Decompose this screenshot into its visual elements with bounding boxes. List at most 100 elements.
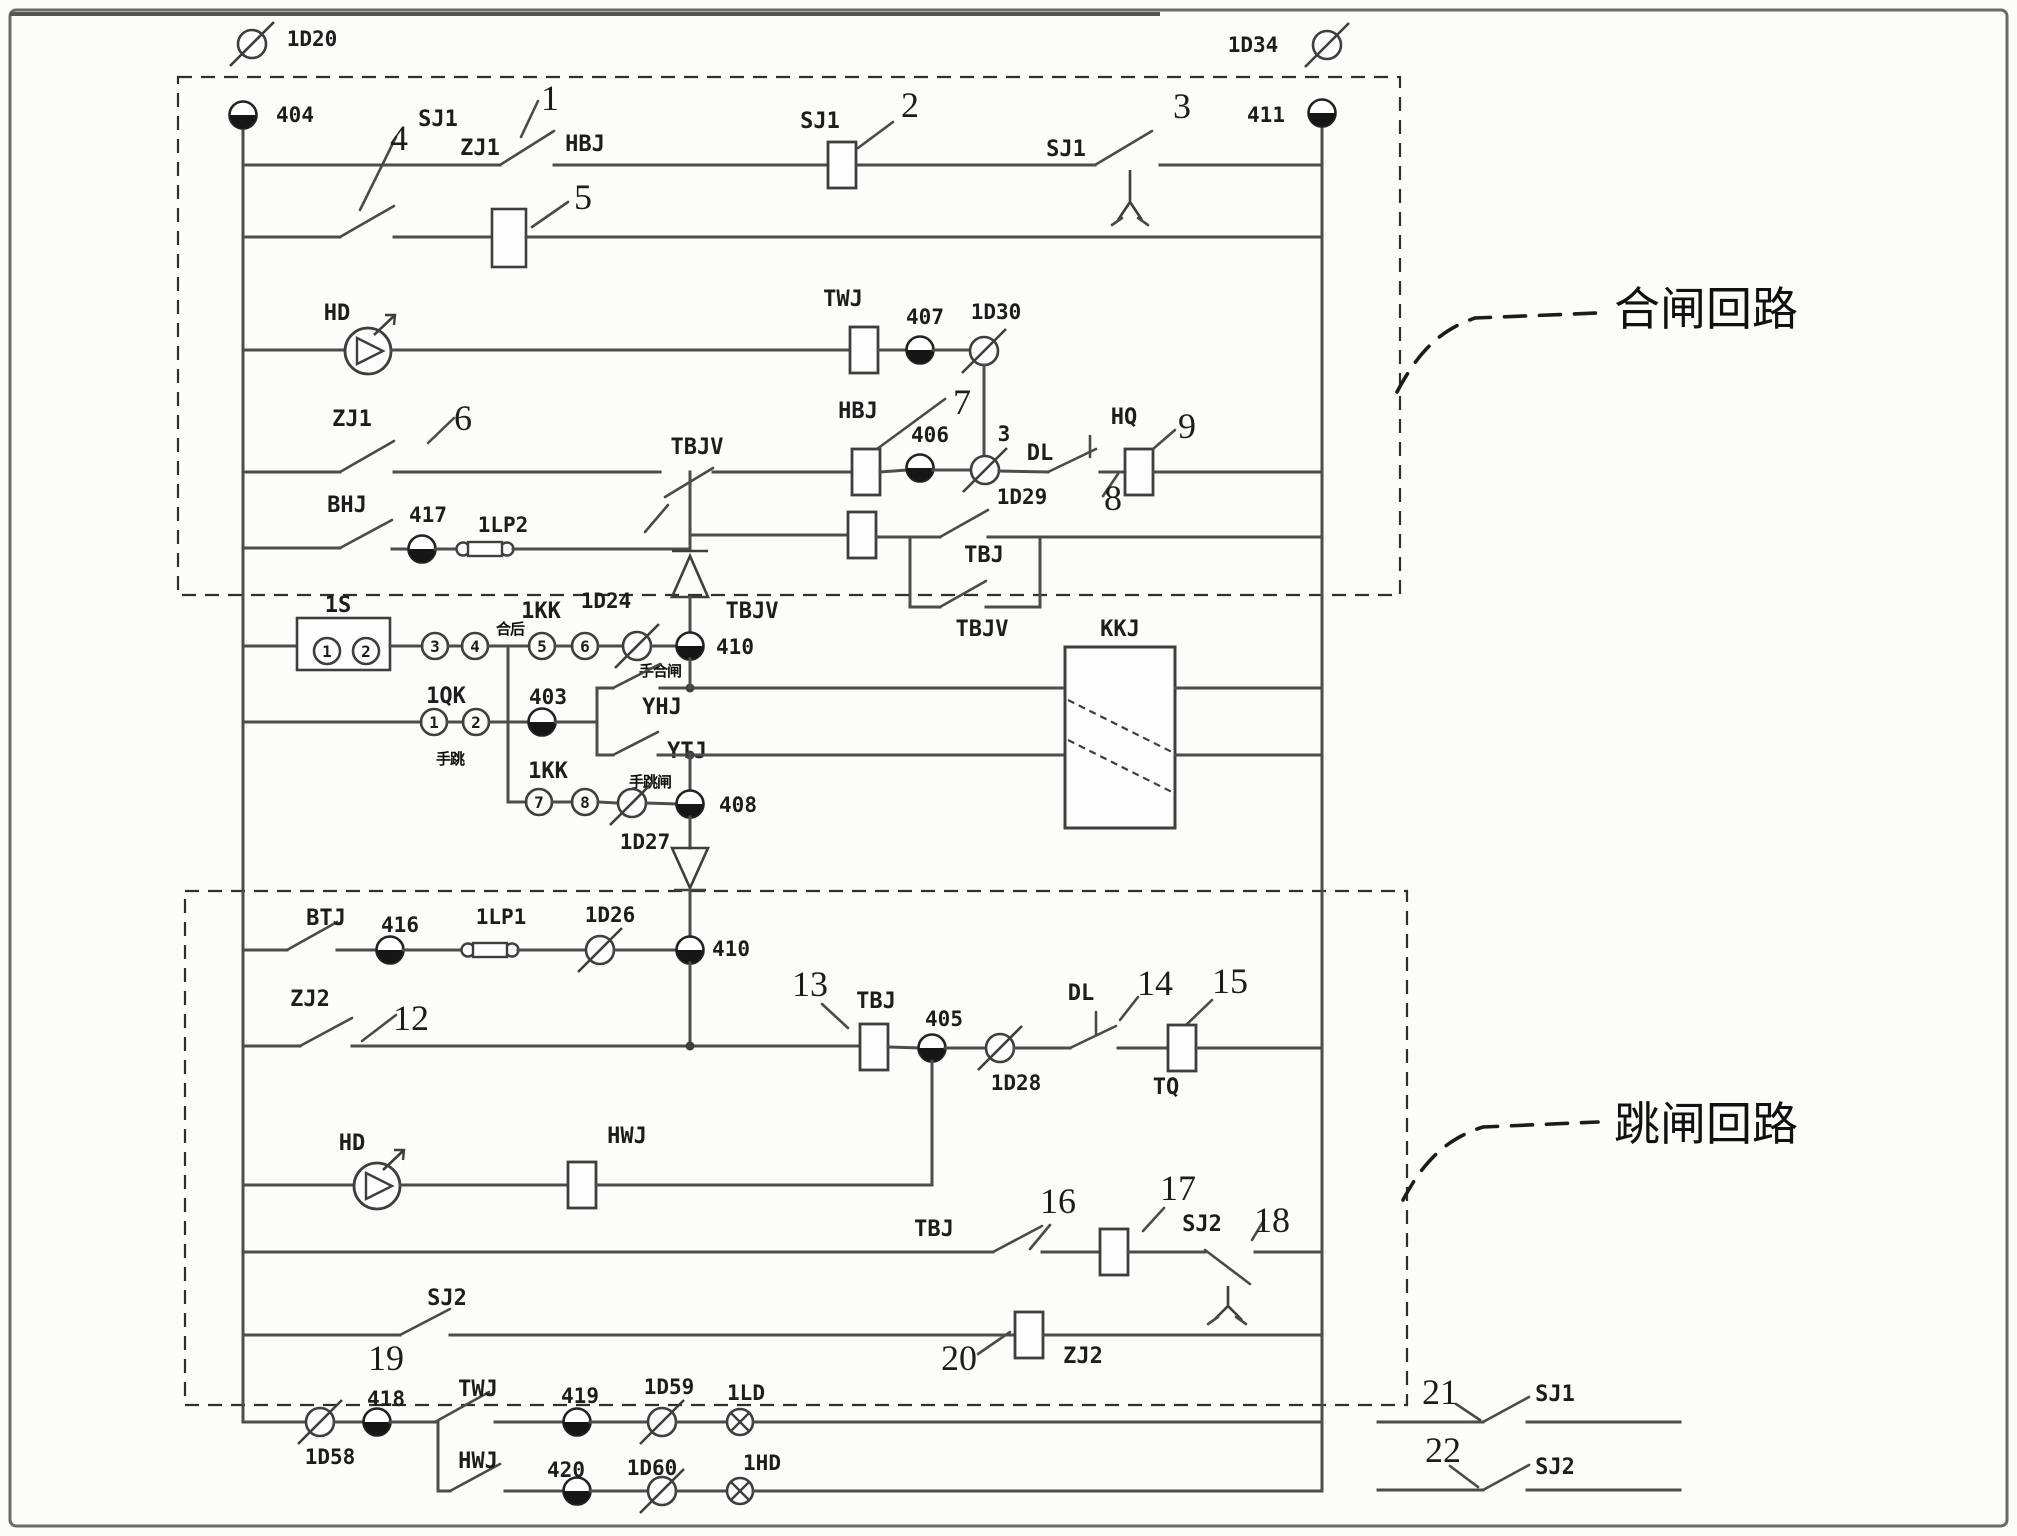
leader-8 xyxy=(1101,472,1120,498)
coil-tq-label: TQ xyxy=(1153,1075,1180,1100)
leader-1 xyxy=(519,99,540,139)
coil-hq-label: HQ xyxy=(1111,405,1138,430)
tripping-circuit-label: 跳闸回路 xyxy=(1614,1097,1798,1151)
label-sj2-bottom: SJ2 xyxy=(1535,1455,1575,1480)
coil-twj-label: TWJ xyxy=(823,287,863,312)
row-btj: BTJ 416 1LP1 1D26 410 xyxy=(241,903,750,1048)
number-15: 15 xyxy=(1212,961,1248,1001)
row-sj1-hbj: SJ1 1 HBJ SJ1 2 SJ1 3 xyxy=(241,78,1324,227)
terminal-1d60-label: 1D60 xyxy=(627,1456,678,1480)
terminal-405 xyxy=(917,1033,947,1063)
link-1lp2 xyxy=(455,540,515,558)
terminal-404-label: 404 xyxy=(276,103,314,127)
label-dl-trip: DL xyxy=(1068,981,1095,1006)
contact-point-1: 1 xyxy=(322,642,332,661)
terminal-406-label: 406 xyxy=(911,423,949,447)
terminal-418 xyxy=(362,1407,392,1437)
lamp-1ld xyxy=(725,1407,755,1437)
terminal-1d34: 1D34 xyxy=(1228,21,1351,69)
figure-border xyxy=(8,8,2009,1528)
row-hd-twj: HD TWJ 407 1D30 xyxy=(241,287,1021,458)
contact-yhj-blade xyxy=(611,662,662,690)
label-zj1: ZJ1 xyxy=(332,407,372,432)
number-20: 20 xyxy=(941,1338,977,1378)
coil-zj2 xyxy=(1013,1310,1045,1360)
leader-12 xyxy=(360,1013,398,1043)
label-hwj-bottom: HWJ xyxy=(458,1449,498,1474)
terminal-417-label: 417 xyxy=(409,503,447,527)
contact-point-3: 3 xyxy=(430,637,440,656)
terminal-411: 411 xyxy=(1247,98,1337,128)
contact-point-8: 8 xyxy=(580,793,590,812)
label-ytj: YTJ xyxy=(667,739,707,764)
closing-circuit-box xyxy=(176,75,1402,597)
mark-shouhe: 手合闸 xyxy=(639,662,681,680)
row-zj2-coil: SJ2 19 20 ZJ2 xyxy=(241,1286,1324,1378)
terminal-410-trip-label: 410 xyxy=(712,937,750,961)
number-14: 14 xyxy=(1137,963,1173,1003)
contact-point-5: 5 xyxy=(537,637,547,656)
coil-sj1 xyxy=(826,140,858,190)
coil-hbj-label: HBJ xyxy=(838,399,878,424)
coil-hwj-label: HWJ xyxy=(607,1124,647,1149)
coil-tbjv-label: TBJV xyxy=(726,599,779,624)
contact-point-6: 6 xyxy=(580,637,590,656)
row-sj2-coil: TBJ 16 17 SJ2 18 xyxy=(241,1168,1324,1326)
coil-tbj-label: TBJ xyxy=(856,989,896,1014)
link-1lp2-label: 1LP2 xyxy=(478,513,529,537)
terminal-1d24-label: 1D24 xyxy=(581,589,632,613)
coil-zj2-label: ZJ2 xyxy=(1063,1344,1103,1369)
label-tbjv-b: TBJV xyxy=(956,617,1009,642)
coil-tbj xyxy=(858,1022,890,1072)
label-sj1-bottom: SJ1 xyxy=(1535,1382,1575,1407)
contact-tbj-blade xyxy=(938,508,990,539)
contact-zj1-blade xyxy=(338,439,396,474)
contact-twj-blade xyxy=(433,1390,491,1424)
row-signal-a: 1D58 418 TWJ 419 1D59 1LD xyxy=(241,1375,1324,1469)
number-1: 1 xyxy=(541,78,559,118)
contact-point-7: 7 xyxy=(534,793,544,812)
row-hwj-coil: HD HWJ xyxy=(241,1059,934,1211)
label-twj-bottom: TWJ xyxy=(458,1377,498,1402)
contact-tbj16-blade xyxy=(991,1224,1044,1254)
leader-21 xyxy=(1454,1402,1482,1422)
contact-4-blade xyxy=(338,204,396,239)
number-21: 21 xyxy=(1422,1372,1458,1412)
label-hbj: HBJ xyxy=(565,132,605,157)
contact-zj2-blade xyxy=(298,1016,354,1048)
label-1kk-b: 1KK xyxy=(528,759,568,784)
terminal-1d28-label: 1D28 xyxy=(991,1071,1042,1095)
number-5: 5 xyxy=(574,177,592,217)
coil-twj xyxy=(848,325,880,375)
row-signal-b: HWJ 420 1D60 1HD xyxy=(436,1420,1324,1515)
coil-tbjv xyxy=(846,510,878,560)
terminal-1d20: 1D20 xyxy=(228,20,337,68)
row-bhj: BHJ 417 1LP2 xyxy=(241,493,692,564)
terminal-408-label: 408 xyxy=(719,793,757,817)
terminal-410-trip xyxy=(675,935,705,965)
terminal-1d27-label: 1D27 xyxy=(620,830,671,854)
terminal-418-label: 418 xyxy=(367,1387,405,1411)
terminal-407 xyxy=(905,335,935,365)
terminal-406 xyxy=(905,453,935,483)
lamp-hd-close xyxy=(343,313,397,376)
number-2: 2 xyxy=(901,85,919,125)
lamp-hd-trip xyxy=(352,1148,406,1211)
coil-hq xyxy=(1123,447,1155,497)
lamp-1hd xyxy=(725,1476,755,1506)
leader-5 xyxy=(530,200,570,229)
terminal-410-mid-label: 410 xyxy=(716,635,754,659)
label-3-small: 3 xyxy=(998,422,1011,446)
number-8: 8 xyxy=(1104,478,1122,518)
leader-15 xyxy=(1182,998,1214,1029)
relay-kkj-box xyxy=(1063,645,1177,830)
number-18: 18 xyxy=(1254,1200,1290,1240)
switch-1s-label: 1S xyxy=(325,593,352,618)
coil-hbj xyxy=(850,447,882,497)
terminal-1d58-label: 1D58 xyxy=(305,1445,356,1469)
terminal-416-label: 416 xyxy=(381,913,419,937)
number-7: 7 xyxy=(953,382,971,422)
label-sj2-trip: SJ2 xyxy=(1182,1212,1222,1237)
label-bhj: BHJ xyxy=(327,493,367,518)
